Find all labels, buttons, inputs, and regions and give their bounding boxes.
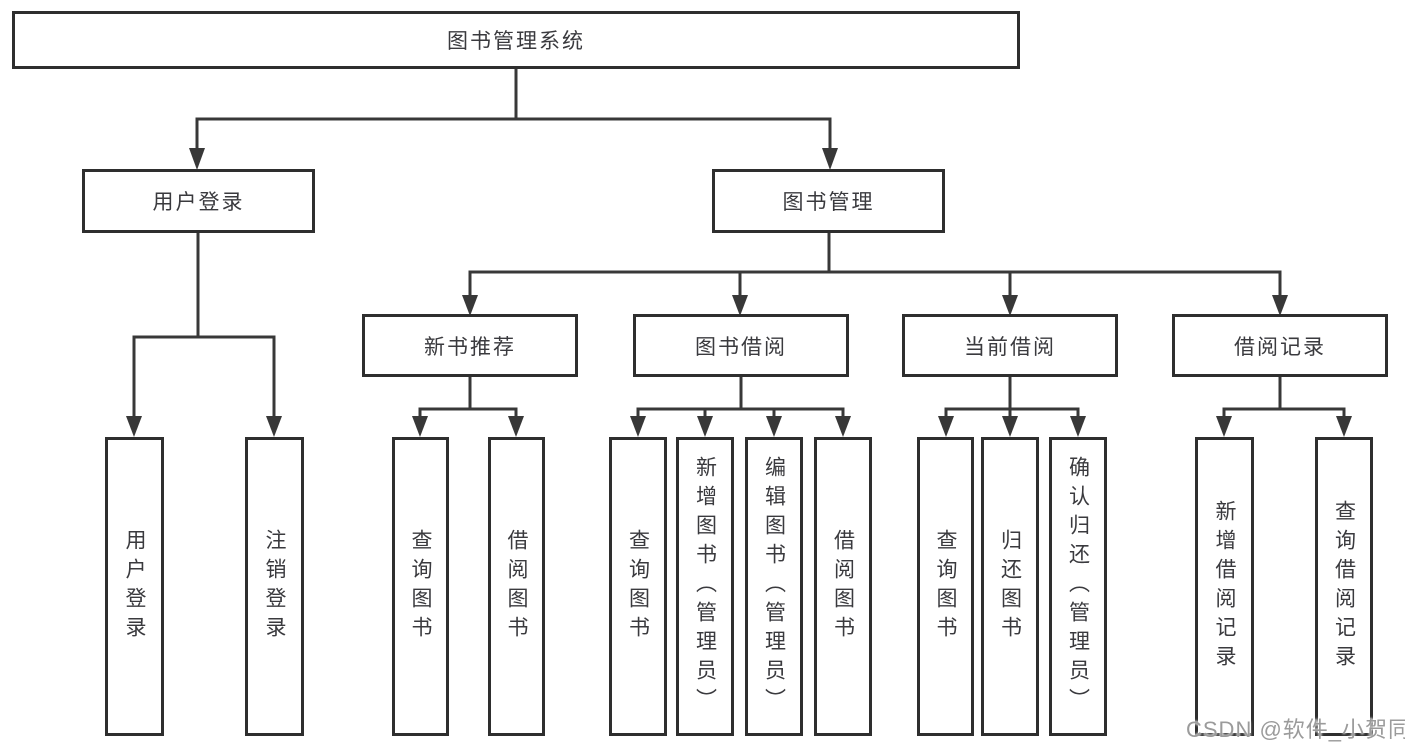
leaf-borrow-books-recommend: 借阅图书 <box>488 437 545 736</box>
arrowheads <box>126 148 1352 437</box>
leaf-confirm-return-admin: 确认归还（管理员） <box>1049 437 1107 736</box>
leaf-edit-books-admin: 编辑图书（管理员） <box>745 437 803 736</box>
leaf-query-borrow-record: 查询借阅记录 <box>1315 437 1373 736</box>
leaf-query-books-recommend: 查询图书 <box>392 437 449 736</box>
leaf-logout: 注销登录 <box>245 437 304 736</box>
node-user-login: 用户登录 <box>82 169 315 233</box>
leaf-user-login: 用户登录 <box>105 437 164 736</box>
node-book-borrowing: 图书借阅 <box>633 314 849 377</box>
tree-edges <box>132 68 1346 417</box>
leaf-return-books: 归还图书 <box>981 437 1039 736</box>
node-new-book-recommend: 新书推荐 <box>362 314 578 377</box>
leaf-add-borrow-record: 新增借阅记录 <box>1195 437 1254 736</box>
node-book-management: 图书管理 <box>712 169 945 233</box>
leaf-borrow-books: 借阅图书 <box>814 437 872 736</box>
node-borrow-records: 借阅记录 <box>1172 314 1388 377</box>
node-current-borrowing: 当前借阅 <box>902 314 1118 377</box>
leaf-add-books-admin: 新增图书（管理员） <box>676 437 734 736</box>
leaf-query-books-current: 查询图书 <box>917 437 974 736</box>
node-library-management-system: 图书管理系统 <box>12 11 1020 69</box>
leaf-query-books-borrowing: 查询图书 <box>609 437 667 736</box>
csdn-watermark: CSDN @软件_小贺同学 <box>1186 717 1405 742</box>
